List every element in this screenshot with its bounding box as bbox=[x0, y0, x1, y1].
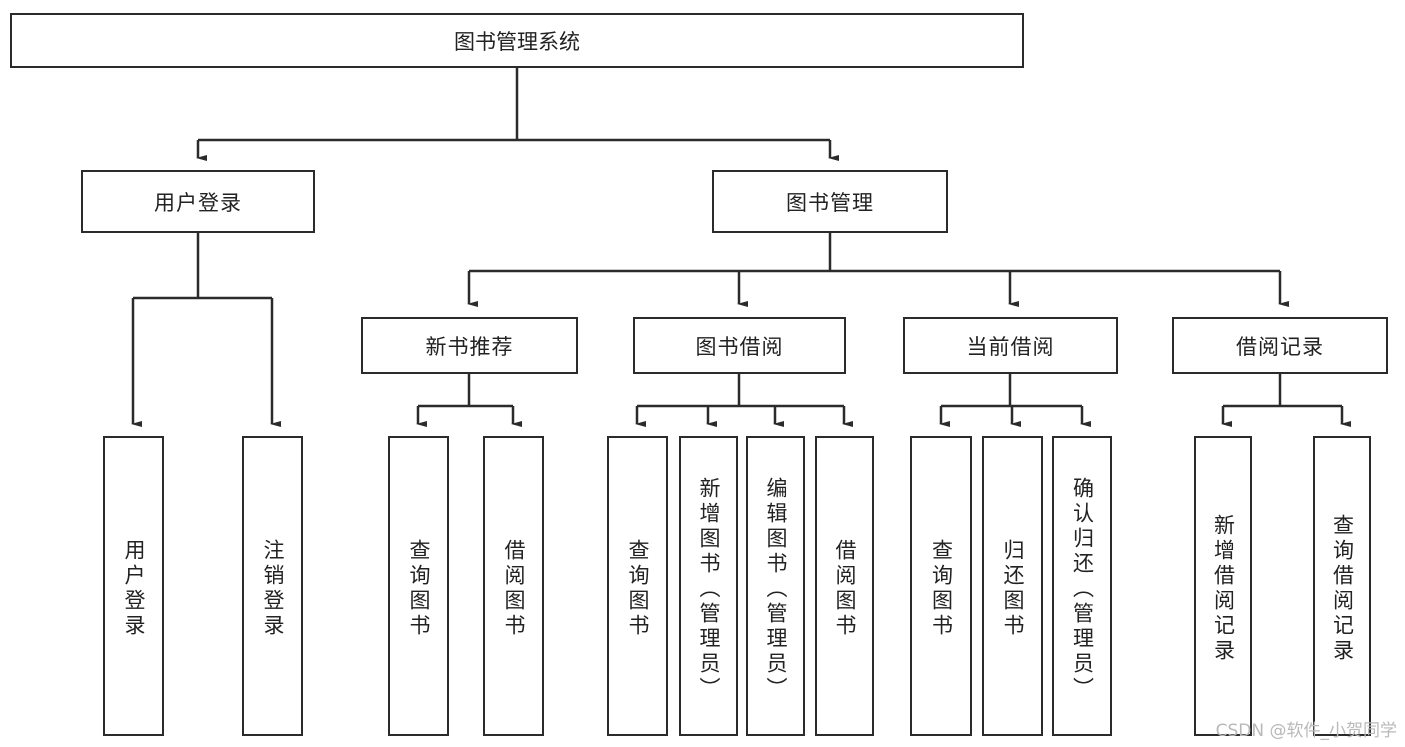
node-borrow-record-label: 借阅记录 bbox=[1236, 334, 1324, 359]
node-new-book-recommend[interactable]: 新书推荐 bbox=[361, 317, 578, 374]
node-leaf-borrow-book-2-label: 借阅图书 bbox=[833, 539, 857, 639]
node-book-management-label: 图书管理 bbox=[786, 190, 874, 215]
node-root-system-label: 图书管理系统 bbox=[454, 29, 580, 54]
node-leaf-query-book-3[interactable]: 查询图书 bbox=[910, 436, 972, 736]
node-current-borrow[interactable]: 当前借阅 bbox=[903, 317, 1118, 374]
node-leaf-confirm-return-label: 确认归还（管理员） bbox=[1070, 476, 1095, 702]
node-leaf-return-book-label: 归还图书 bbox=[1001, 539, 1025, 639]
node-new-book-recommend-label: 新书推荐 bbox=[425, 334, 514, 359]
node-borrow-record[interactable]: 借阅记录 bbox=[1172, 317, 1388, 374]
node-leaf-query-borrow-record[interactable]: 查询借阅记录 bbox=[1313, 436, 1371, 736]
node-leaf-confirm-return[interactable]: 确认归还（管理员） bbox=[1052, 436, 1112, 736]
node-user-login-label: 用户登录 bbox=[154, 190, 242, 215]
node-leaf-return-book[interactable]: 归还图书 bbox=[982, 436, 1043, 736]
node-leaf-borrow-book-2[interactable]: 借阅图书 bbox=[815, 436, 874, 736]
node-current-borrow-label: 当前借阅 bbox=[966, 334, 1055, 359]
node-leaf-query-borrow-record-label: 查询借阅记录 bbox=[1330, 514, 1355, 664]
node-leaf-query-book-2[interactable]: 查询图书 bbox=[607, 436, 668, 736]
node-root-system[interactable]: 图书管理系统 bbox=[10, 13, 1024, 68]
node-leaf-logout-login-label: 注销登录 bbox=[261, 539, 285, 639]
node-leaf-borrow-book-1[interactable]: 借阅图书 bbox=[483, 436, 544, 736]
node-leaf-query-book-1-label: 查询图书 bbox=[407, 539, 431, 639]
node-leaf-logout-login[interactable]: 注销登录 bbox=[242, 436, 303, 736]
node-leaf-user-login[interactable]: 用户登录 bbox=[103, 436, 164, 736]
node-leaf-query-book-1[interactable]: 查询图书 bbox=[388, 436, 449, 736]
node-book-borrow[interactable]: 图书借阅 bbox=[633, 317, 846, 374]
node-leaf-add-borrow-record[interactable]: 新增借阅记录 bbox=[1194, 436, 1252, 736]
node-leaf-query-book-3-label: 查询图书 bbox=[929, 539, 954, 639]
node-leaf-borrow-book-1-label: 借阅图书 bbox=[502, 539, 526, 639]
node-leaf-query-book-2-label: 查询图书 bbox=[626, 539, 650, 639]
node-leaf-edit-book[interactable]: 编辑图书（管理员） bbox=[746, 436, 805, 736]
node-leaf-user-login-label: 用户登录 bbox=[122, 539, 146, 639]
node-leaf-add-book[interactable]: 新增图书（管理员） bbox=[679, 436, 738, 736]
node-book-management[interactable]: 图书管理 bbox=[712, 170, 948, 233]
node-leaf-add-borrow-record-label: 新增借阅记录 bbox=[1211, 514, 1236, 664]
node-leaf-add-book-label: 新增图书（管理员） bbox=[697, 476, 721, 702]
node-user-login[interactable]: 用户登录 bbox=[81, 170, 315, 233]
watermark-text: CSDN @软件_小贺同学 bbox=[1215, 721, 1397, 741]
node-leaf-edit-book-label: 编辑图书（管理员） bbox=[764, 476, 788, 702]
node-book-borrow-label: 图书借阅 bbox=[695, 334, 784, 359]
